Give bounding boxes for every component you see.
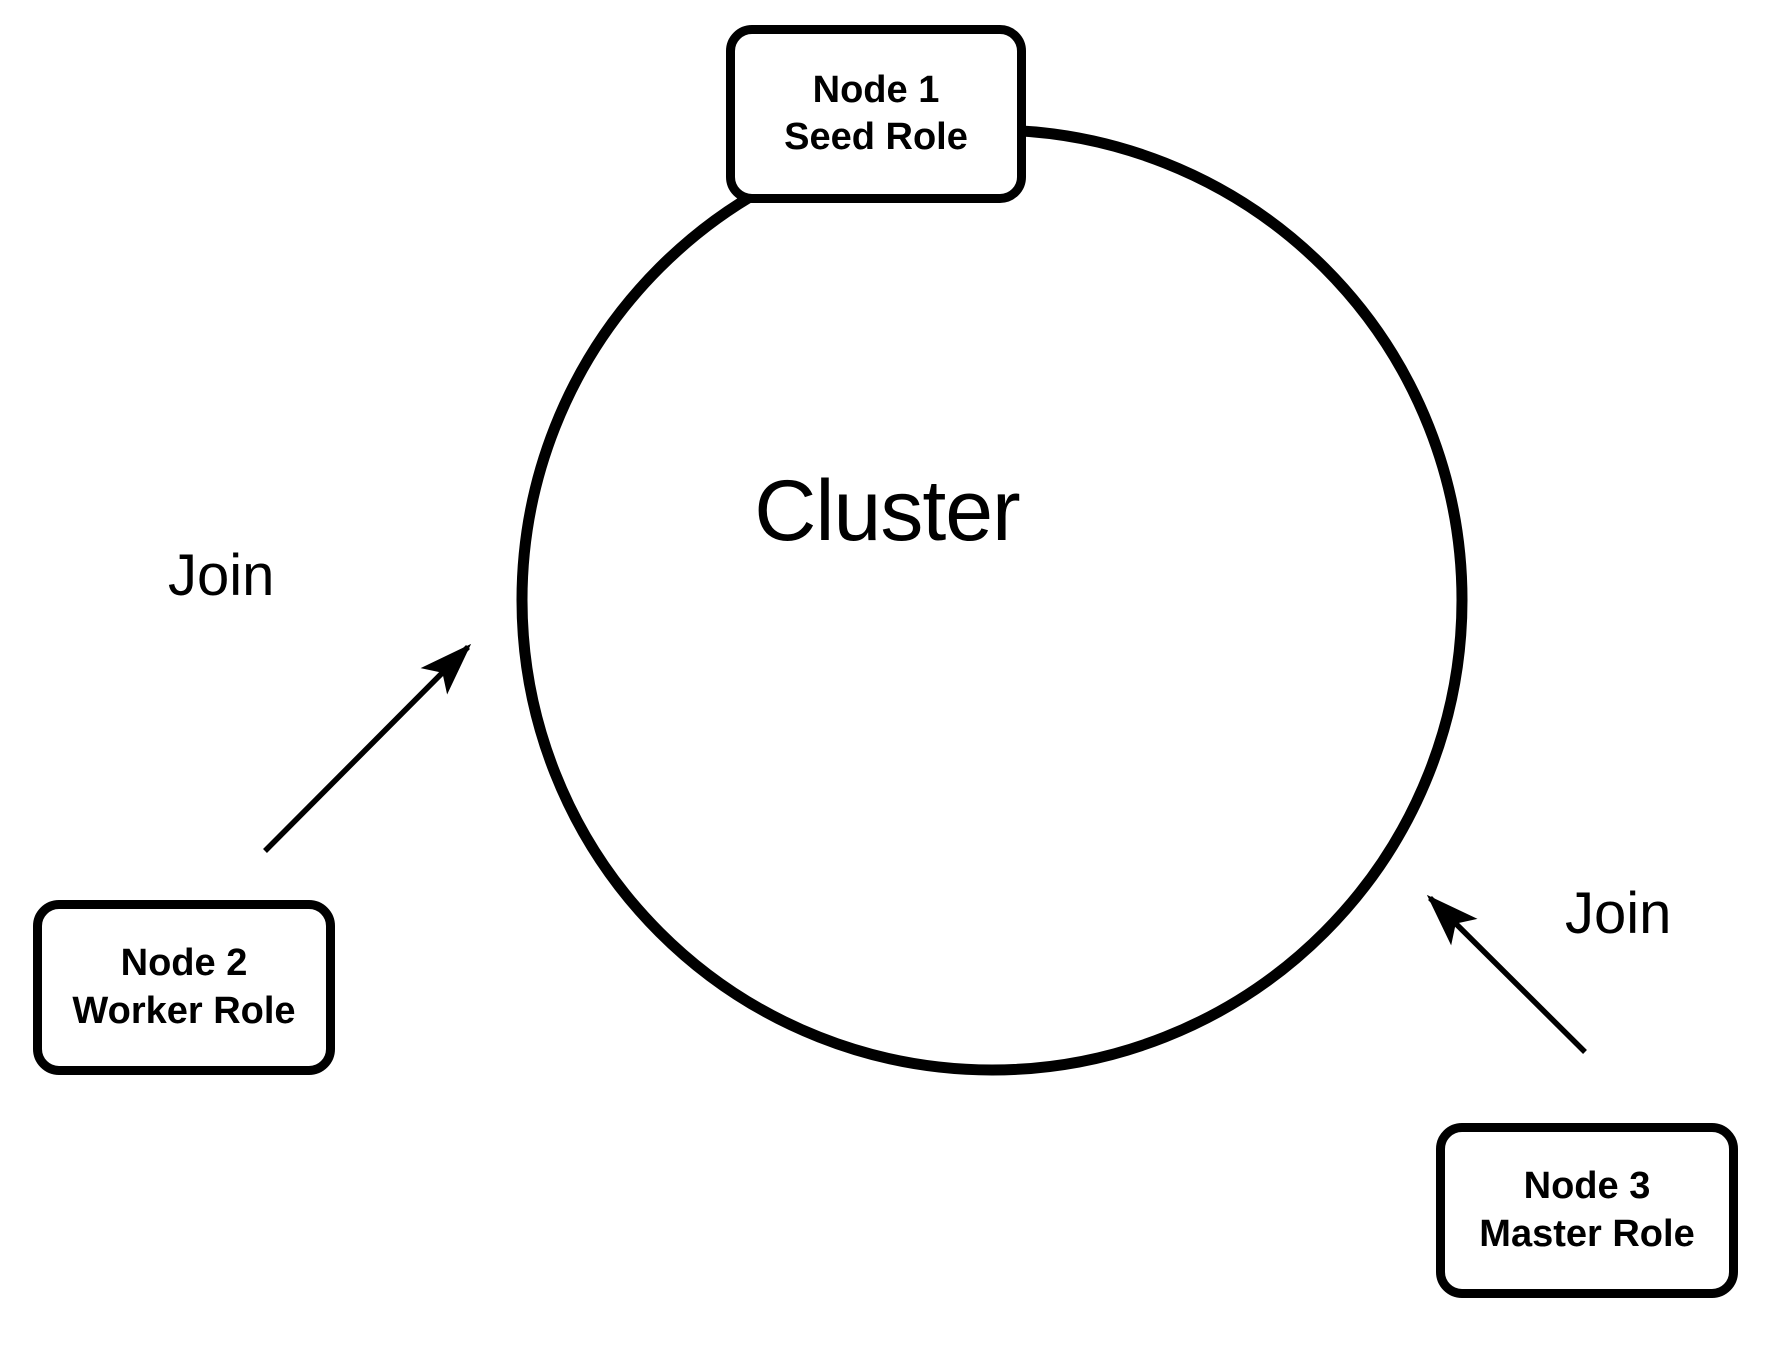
join-arrow-left: [263, 643, 472, 853]
node-2-title: Node 2: [120, 942, 248, 985]
join-arrow-right: [1426, 894, 1587, 1054]
node-box-node-2[interactable]: Node 2 Worker Role: [33, 900, 335, 1075]
node-box-node-1[interactable]: Node 1 Seed Role: [726, 25, 1026, 203]
cluster-circle: [516, 124, 1468, 1076]
node-1-title: Node 1: [812, 68, 940, 111]
node-2-role: Worker Role: [72, 989, 296, 1032]
cluster-label: Cluster: [754, 463, 1020, 559]
node-1-role: Seed Role: [784, 116, 968, 158]
join-label-right: Join: [1565, 881, 1672, 946]
node-3-role: Master Role: [1479, 1212, 1695, 1255]
node-3-title: Node 3: [1523, 1165, 1651, 1208]
join-label-left: Join: [168, 543, 275, 608]
node-box-node-3[interactable]: Node 3 Master Role: [1436, 1123, 1738, 1298]
